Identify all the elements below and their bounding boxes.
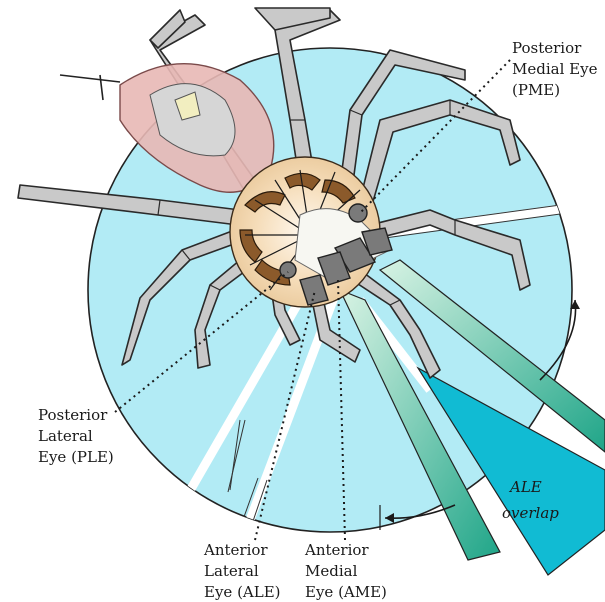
ple-eye [280,262,296,278]
pme-label: Posterior Medial Eye (PME) [512,39,602,99]
spinneret-tip [100,75,103,100]
ame-label: Anterior Medial Eye (AME) [304,541,387,601]
pme-eye [349,204,367,222]
ple-label: Posterior Lateral Eye (PLE) [38,406,114,466]
ale-label: Anterior Lateral Eye (ALE) [203,541,281,601]
spinneret [60,75,120,82]
